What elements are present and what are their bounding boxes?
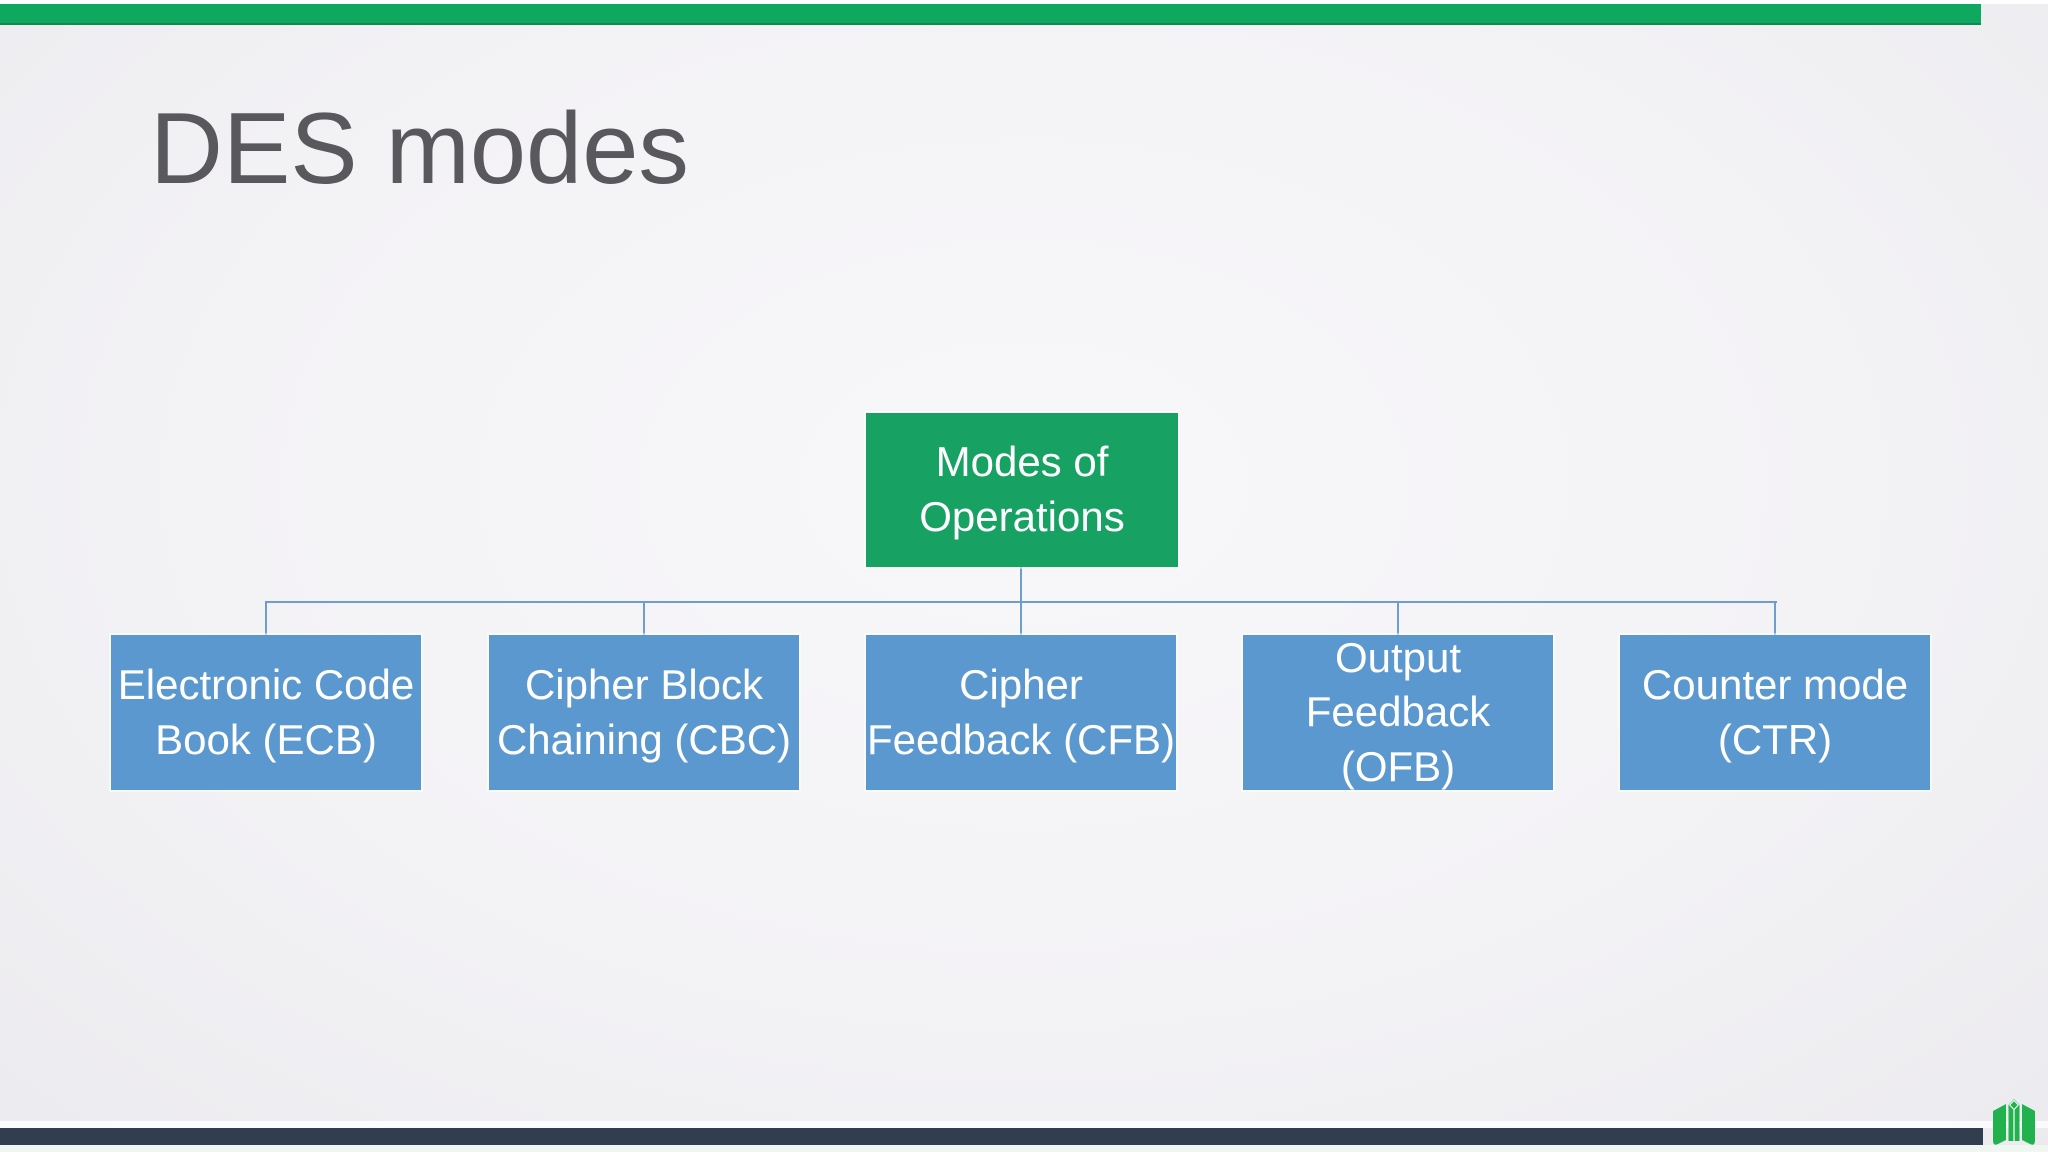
connector-stub-cfb bbox=[1020, 601, 1022, 635]
connector-root-stem bbox=[1020, 567, 1022, 603]
bottom-accent-bar bbox=[0, 1128, 1983, 1145]
connector-stub-cbc bbox=[643, 601, 645, 635]
bottom-edge-strip bbox=[0, 1145, 2048, 1152]
diagram-node-ofb: Output Feedback (OFB) bbox=[1243, 634, 1553, 790]
open-book-with-box-logo-icon bbox=[1993, 1099, 2035, 1145]
connector-stub-ecb bbox=[265, 601, 267, 635]
top-accent-bar bbox=[0, 4, 1981, 25]
diagram-node-modes-of-operations: Modes of Operations bbox=[866, 413, 1178, 567]
diagram-node-ctr: Counter mode (CTR) bbox=[1620, 635, 1930, 790]
diagram-node-cbc: Cipher Block Chaining (CBC) bbox=[489, 635, 799, 790]
top-edge-strip bbox=[0, 0, 2048, 4]
slide-title: DES modes bbox=[150, 93, 689, 205]
connector-stub-ofb bbox=[1397, 601, 1399, 635]
diagram-node-ecb: Electronic Code Book (ECB) bbox=[111, 635, 421, 790]
pre-footer-strip bbox=[0, 1121, 2048, 1128]
connector-stub-ctr bbox=[1774, 601, 1776, 635]
diagram-node-cfb: Cipher Feedback (CFB) bbox=[866, 635, 1176, 790]
